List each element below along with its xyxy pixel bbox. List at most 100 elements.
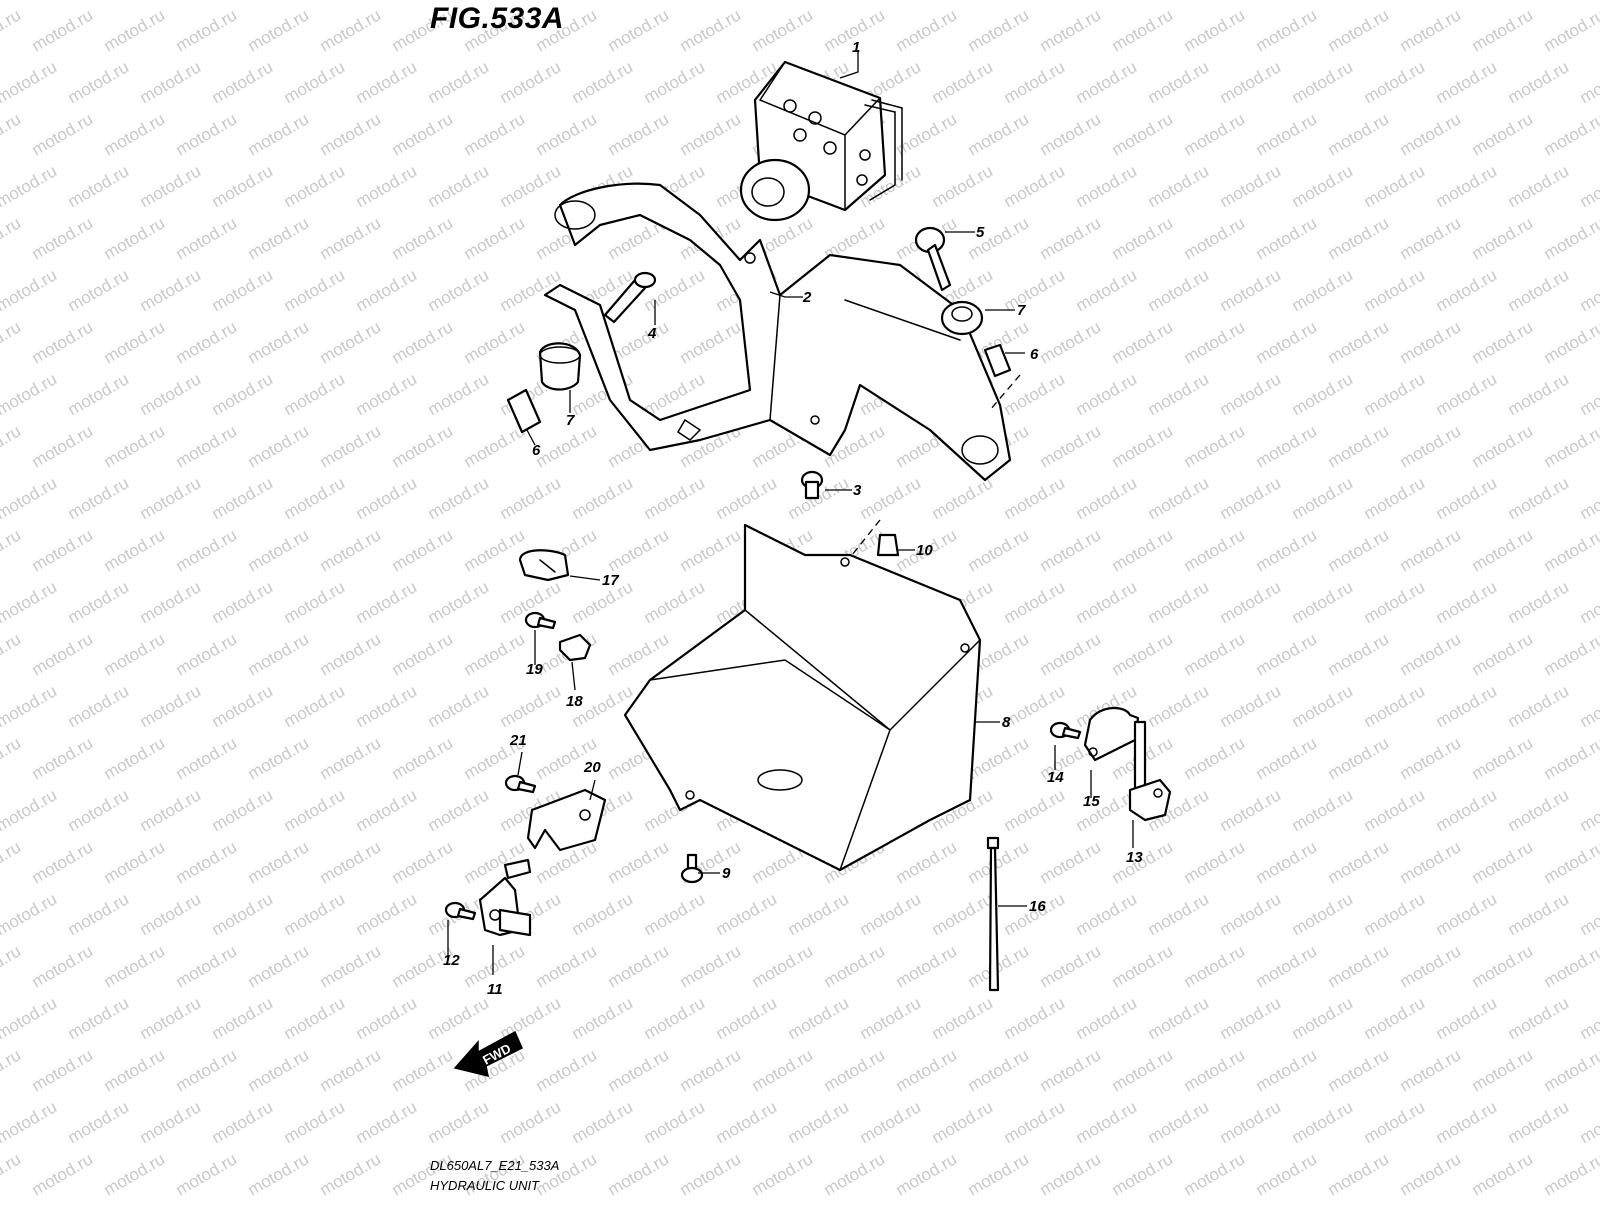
- watermark-text: motod.ru: [461, 525, 529, 575]
- watermark-text: motod.ru: [1505, 1097, 1573, 1147]
- watermark-text: motod.ru: [0, 369, 60, 419]
- watermark-text: motod.ru: [1145, 473, 1213, 523]
- watermark-text: motod.ru: [353, 161, 421, 211]
- watermark-text: motod.ru: [1577, 993, 1600, 1043]
- callout-20: 20: [583, 759, 601, 776]
- watermark-text: motod.ru: [1577, 889, 1600, 939]
- watermark-text: motod.ru: [245, 837, 313, 887]
- watermark-text: motod.ru: [1145, 889, 1213, 939]
- watermark-text: motod.ru: [677, 941, 745, 991]
- callout-15: 15: [1083, 793, 1100, 810]
- callout-7-right: 7: [1017, 302, 1026, 319]
- watermark-text: motod.ru: [137, 161, 205, 211]
- watermark-text: motod.ru: [749, 5, 817, 55]
- diagram-subtitle: HYDRAULIC UNIT: [430, 1178, 539, 1193]
- watermark-text: motod.ru: [245, 1045, 313, 1095]
- watermark-text: motod.ru: [101, 941, 169, 991]
- watermark-text: motod.ru: [173, 421, 241, 471]
- watermark-text: motod.ru: [245, 213, 313, 263]
- watermark-text: motod.ru: [137, 993, 205, 1043]
- watermark-text: motod.ru: [497, 473, 565, 523]
- watermark-text: motod.ru: [1433, 265, 1501, 315]
- watermark-text: motod.ru: [137, 577, 205, 627]
- watermark-text: motod.ru: [1145, 0, 1213, 3]
- watermark-text: motod.ru: [1361, 577, 1429, 627]
- watermark-text: motod.ru: [245, 317, 313, 367]
- watermark-text: motod.ru: [1433, 161, 1501, 211]
- callout-13: 13: [1126, 849, 1143, 866]
- watermark-text: motod.ru: [497, 161, 565, 211]
- watermark-text: motod.ru: [173, 941, 241, 991]
- watermark-text: motod.ru: [1037, 837, 1105, 887]
- watermark-text: motod.ru: [1325, 1149, 1393, 1199]
- watermark-text: motod.ru: [1505, 57, 1573, 107]
- watermark-text: motod.ru: [29, 941, 97, 991]
- watermark-text: motod.ru: [1397, 1045, 1465, 1095]
- grommet-part-7-right: [942, 302, 982, 334]
- watermark-text: motod.ru: [1469, 629, 1537, 679]
- callout-16: 16: [1029, 898, 1046, 915]
- watermark-text: motod.ru: [101, 1045, 169, 1095]
- watermark-text: motod.ru: [677, 1045, 745, 1095]
- watermark-text: motod.ru: [929, 57, 997, 107]
- watermark-text: motod.ru: [1469, 837, 1537, 887]
- watermark-text: motod.ru: [1037, 525, 1105, 575]
- watermark-text: motod.ru: [497, 57, 565, 107]
- watermark-text: motod.ru: [245, 109, 313, 159]
- watermark-text: motod.ru: [1325, 733, 1393, 783]
- watermark-text: motod.ru: [209, 577, 277, 627]
- watermark-text: motod.ru: [1469, 733, 1537, 783]
- watermark-text: motod.ru: [929, 473, 997, 523]
- watermark-text: motod.ru: [173, 109, 241, 159]
- watermark-text: motod.ru: [1577, 681, 1600, 731]
- watermark-text: motod.ru: [1145, 681, 1213, 731]
- watermark-text: motod.ru: [533, 1045, 601, 1095]
- watermark-text: motod.ru: [1145, 369, 1213, 419]
- watermark-text: motod.ru: [1397, 629, 1465, 679]
- model-code: DL650AL7_E21_533A: [430, 1158, 559, 1173]
- watermark-text: motod.ru: [353, 0, 421, 3]
- figure-title: FIG.533A: [430, 2, 564, 36]
- watermark-text: motod.ru: [0, 1097, 60, 1147]
- watermark-text: motod.ru: [425, 577, 493, 627]
- watermark-text: motod.ru: [209, 161, 277, 211]
- watermark-text: motod.ru: [317, 5, 385, 55]
- watermark-text: motod.ru: [1001, 265, 1069, 315]
- watermark-text: motod.ru: [1397, 837, 1465, 887]
- watermark-text: motod.ru: [1217, 0, 1285, 3]
- watermark-text: motod.ru: [1541, 525, 1600, 575]
- watermark-text: motod.ru: [209, 681, 277, 731]
- watermark-text: motod.ru: [1181, 317, 1249, 367]
- watermark-text: motod.ru: [1253, 629, 1321, 679]
- watermark-text: motod.ru: [425, 785, 493, 835]
- watermark-text: motod.ru: [209, 785, 277, 835]
- watermark-text: motod.ru: [1433, 473, 1501, 523]
- watermark-text: motod.ru: [389, 317, 457, 367]
- watermark-text: motod.ru: [65, 0, 133, 3]
- watermark-text: motod.ru: [1505, 0, 1573, 3]
- watermark-text: motod.ru: [281, 0, 349, 3]
- watermark-text: motod.ru: [1541, 1149, 1600, 1199]
- watermark-text: motod.ru: [497, 1097, 565, 1147]
- watermark-text: motod.ru: [1325, 941, 1393, 991]
- watermark-text: motod.ru: [1541, 941, 1600, 991]
- watermark-text: motod.ru: [1433, 889, 1501, 939]
- watermark-text: motod.ru: [317, 837, 385, 887]
- watermark-text: motod.ru: [29, 421, 97, 471]
- watermark-text: motod.ru: [569, 993, 637, 1043]
- watermark-text: motod.ru: [1181, 525, 1249, 575]
- watermark-text: motod.ru: [1577, 577, 1600, 627]
- watermark-text: motod.ru: [1433, 577, 1501, 627]
- watermark-text: motod.ru: [893, 941, 961, 991]
- watermark-text: motod.ru: [1073, 577, 1141, 627]
- watermark-text: motod.ru: [1253, 213, 1321, 263]
- watermark-text: motod.ru: [1181, 421, 1249, 471]
- watermark-text: motod.ru: [677, 1149, 745, 1199]
- watermark-text: motod.ru: [173, 525, 241, 575]
- watermark-text: motod.ru: [209, 57, 277, 107]
- watermark-text: motod.ru: [1289, 889, 1357, 939]
- watermark-text: motod.ru: [425, 57, 493, 107]
- watermark-text: motod.ru: [1361, 57, 1429, 107]
- watermark-text: motod.ru: [1073, 57, 1141, 107]
